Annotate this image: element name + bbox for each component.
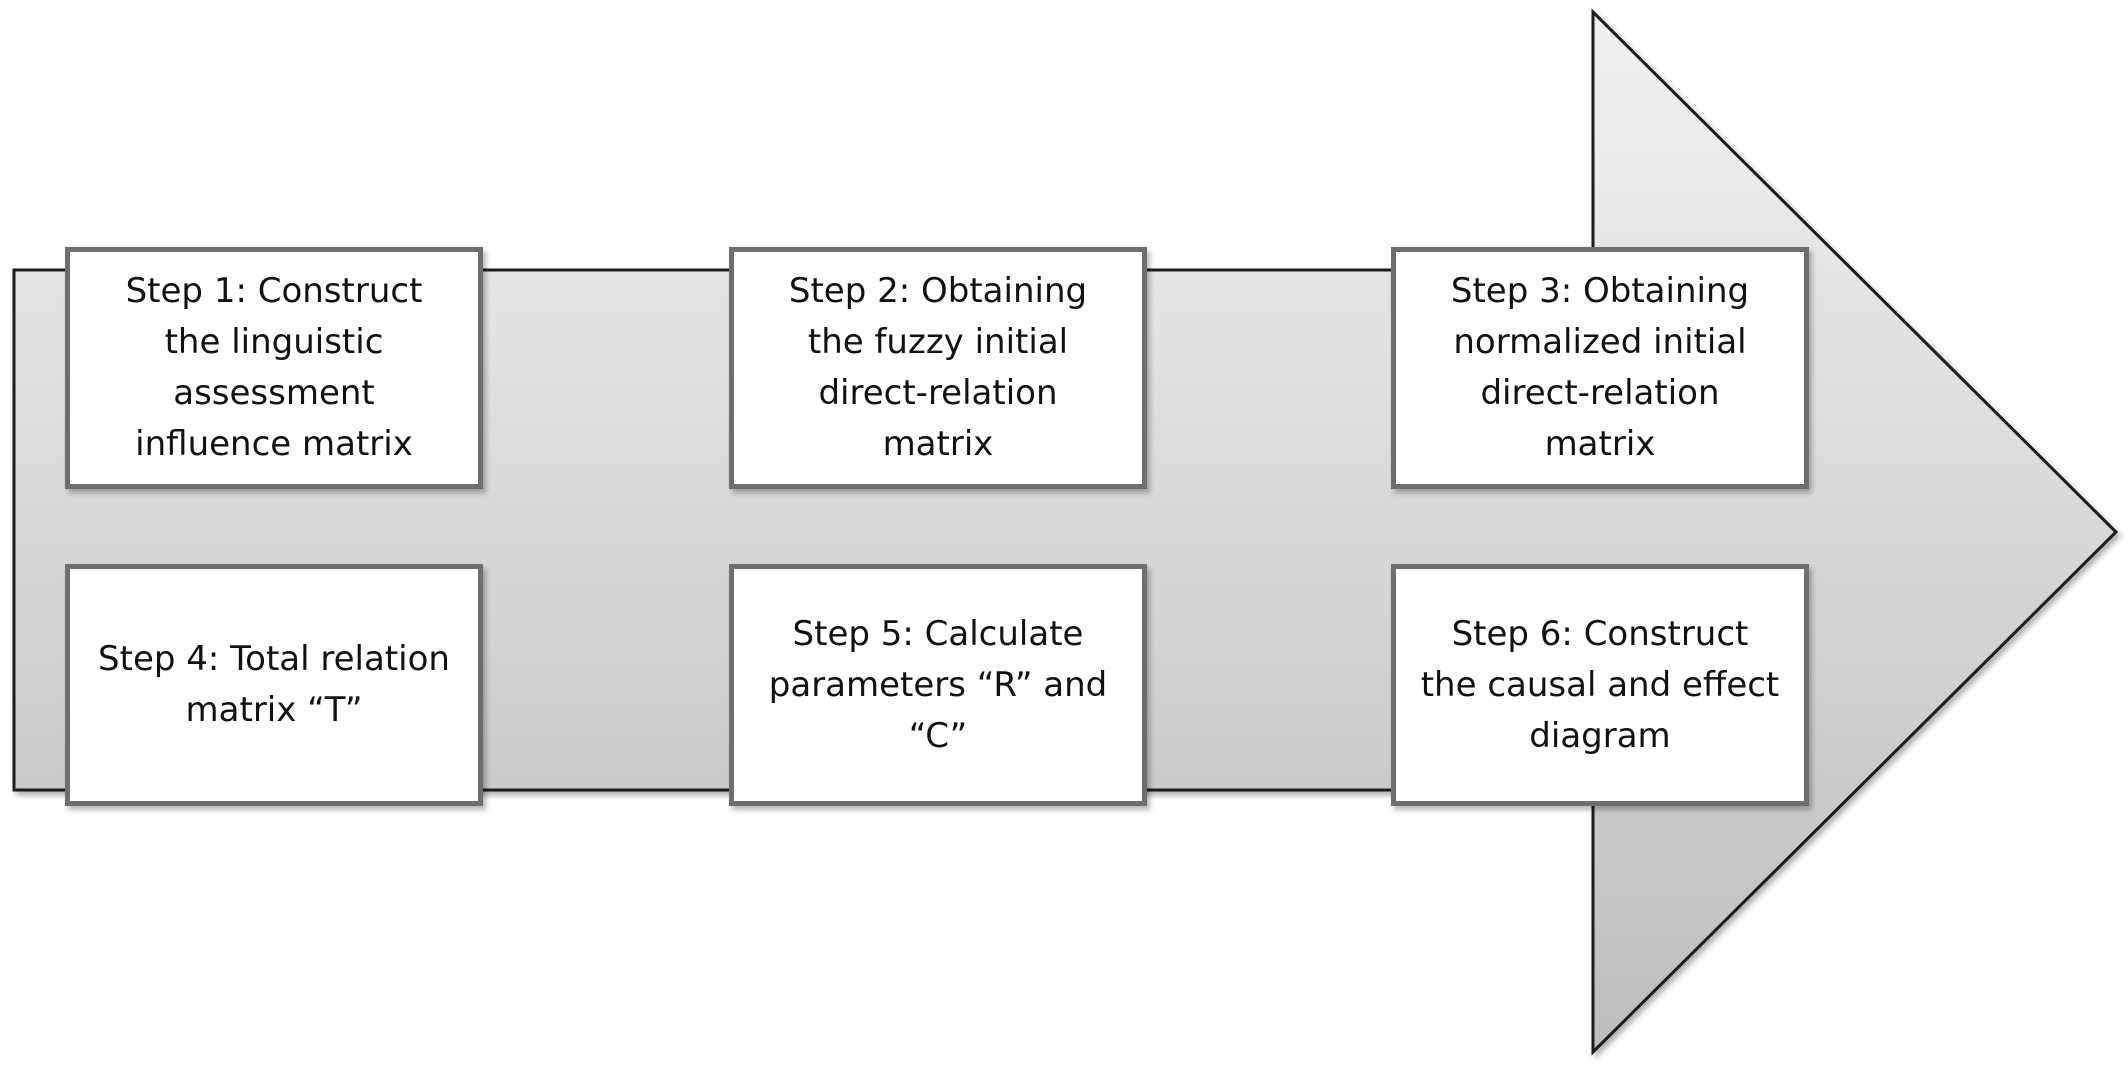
step-2-label: Step 2: Obtaining the fuzzy initial dire…: [788, 271, 1088, 464]
step-3-label: Step 3: Obtaining normalized initial dir…: [1450, 271, 1750, 464]
step-2-box: Step 2: Obtaining the fuzzy initial dire…: [729, 247, 1147, 489]
step-6-box: Step 6: Construct the causal and effect …: [1391, 564, 1809, 806]
arrow-shape: [12, 8, 2119, 1056]
step-4-box: Step 4: Total relation matrix “T”: [65, 564, 483, 806]
step-5-label: Step 5: Calculate parameters “R” and “C”: [768, 613, 1108, 756]
step-1-label: Step 1: Construct the linguistic assessm…: [125, 271, 423, 464]
step-5-box: Step 5: Calculate parameters “R” and “C”: [729, 564, 1147, 806]
step-1-box: Step 1: Construct the linguistic assessm…: [65, 247, 483, 489]
step-6-label: Step 6: Construct the causal and effect …: [1420, 613, 1780, 756]
step-3-box: Step 3: Obtaining normalized initial dir…: [1391, 247, 1809, 489]
step-4-label: Step 4: Total relation matrix “T”: [98, 639, 450, 730]
